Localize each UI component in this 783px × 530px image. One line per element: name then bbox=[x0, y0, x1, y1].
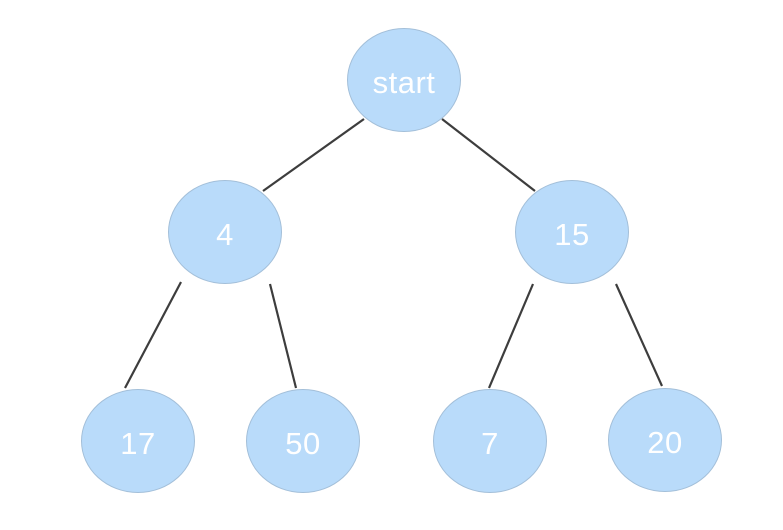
tree-edge-start-n15 bbox=[441, 118, 536, 192]
tree-node-label: 7 bbox=[481, 425, 499, 461]
tree-edge-n15-n7 bbox=[487, 283, 535, 389]
tree-node-17: 17 bbox=[81, 389, 195, 493]
tree-node-7: 7 bbox=[433, 389, 547, 493]
tree-edge-n4-n17 bbox=[124, 281, 182, 389]
tree-node-label: 4 bbox=[216, 216, 234, 252]
tree-node-start: start bbox=[347, 28, 461, 132]
tree-edge-start-n4 bbox=[262, 118, 365, 192]
tree-node-50: 50 bbox=[246, 389, 360, 493]
tree-node-20: 20 bbox=[608, 388, 722, 492]
tree-node-label: 15 bbox=[554, 216, 590, 252]
tree-edge-n4-n50 bbox=[268, 283, 298, 389]
tree-node-label: 20 bbox=[647, 424, 683, 460]
tree-node-label: 50 bbox=[285, 425, 321, 461]
tree-edge-n15-n20 bbox=[614, 283, 664, 387]
tree-node-label: 17 bbox=[120, 425, 156, 461]
tree-node-4: 4 bbox=[168, 180, 282, 284]
tree-node-15: 15 bbox=[515, 180, 629, 284]
tree-node-label: start bbox=[372, 64, 436, 100]
